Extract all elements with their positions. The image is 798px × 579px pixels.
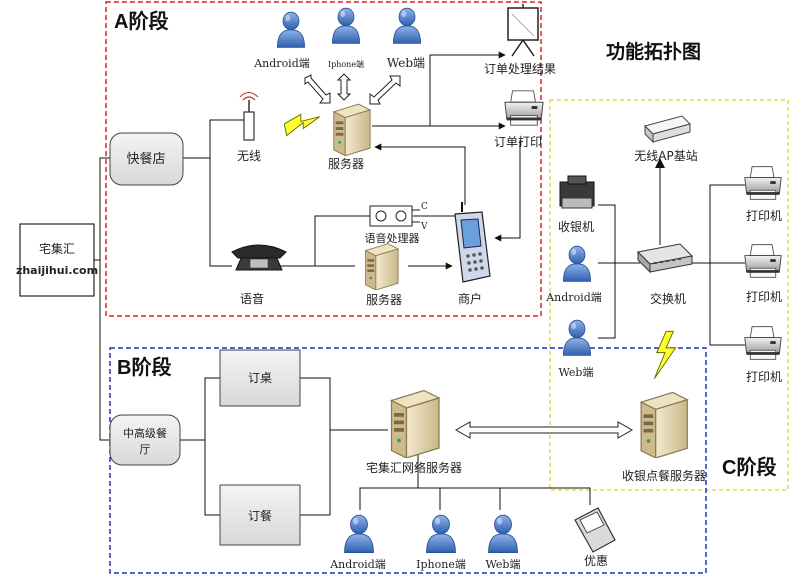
- lightning-icon: [283, 113, 321, 137]
- c-printer-2-icon: [744, 244, 782, 278]
- b-stage-boundary: [109, 347, 707, 574]
- iphone-client-label: Iphone端: [328, 59, 364, 69]
- merchant-phone-icon: [454, 202, 491, 283]
- order-print-label: 订单打印: [494, 135, 542, 149]
- telephone-icon: [231, 244, 287, 271]
- iphone-user-icon: [331, 7, 361, 44]
- c-android-user-icon: [562, 245, 592, 282]
- a-stage-boundary: [105, 1, 542, 317]
- a-server2-icon: [365, 243, 399, 290]
- network-server-icon: [390, 389, 440, 458]
- a-server2-label: 服务器: [366, 292, 402, 307]
- pos-server-icon: [640, 391, 688, 458]
- android-client-label: Android端: [253, 57, 310, 70]
- b-android-user-icon: [344, 514, 374, 554]
- merchant-label: 商户: [458, 291, 482, 306]
- book-meal-label: 订餐: [248, 508, 272, 523]
- a-server-label: 服务器: [328, 156, 364, 171]
- order-printer-icon: [504, 90, 544, 126]
- network-server-label: 宅集汇网络服务器: [366, 460, 462, 475]
- wireless-label: 无线: [237, 149, 261, 163]
- ap-label: 无线AP基站: [634, 149, 697, 163]
- fast-food-box: 快餐店: [109, 132, 184, 186]
- discount-label: 优惠: [584, 554, 608, 568]
- voice-processor-label: 语音处理器: [365, 231, 420, 245]
- cashier-label: 收银机: [558, 220, 594, 234]
- zhaijihui-box: 宅集汇 zhaijihui.com: [16, 223, 98, 297]
- android-user-icon: [276, 11, 306, 48]
- fast-food-label: 快餐店: [126, 151, 165, 167]
- web-user-icon: [392, 7, 422, 44]
- switch-icon: [636, 243, 694, 274]
- diagram-title: 功能拓扑图: [606, 40, 701, 63]
- voice-c-label: C: [421, 202, 428, 212]
- zhaijihui-site: zhaijihui.com: [16, 264, 98, 277]
- book-meal-box: 订餐: [219, 484, 301, 546]
- c-stage-boundary: [549, 99, 789, 491]
- zhaijihui-name: 宅集汇: [39, 241, 75, 256]
- switch-label: 交换机: [650, 291, 686, 306]
- order-result-label: 订单处理结果: [484, 62, 556, 76]
- c-printer-1-label: 打印机: [746, 209, 782, 223]
- book-table-box: 订桌: [219, 349, 301, 407]
- voice-v-label: V: [420, 222, 428, 232]
- order-result-board-icon: [507, 4, 539, 57]
- c-web-label: Web端: [559, 366, 594, 379]
- wireless-antenna-icon: [239, 92, 259, 141]
- b-iphone-user-icon: [426, 514, 456, 554]
- connector-lines: [94, 51, 745, 516]
- upscale-restaurant-label: 中高级餐厅: [123, 426, 167, 456]
- phone-label: 语音: [240, 291, 264, 306]
- b-web-user-icon: [488, 514, 518, 554]
- c-web-user-icon: [562, 319, 592, 356]
- client-sync-arrows: [304, 73, 401, 105]
- c-printer-2-label: 打印机: [746, 290, 782, 304]
- b-iphone-label: Iphone端: [416, 558, 466, 571]
- b-android-label: Android端: [329, 558, 386, 571]
- web-client-label: Web端: [387, 56, 425, 70]
- c-android-label: Android端: [545, 291, 602, 304]
- pos-server-label: 收银点餐服务器: [622, 468, 706, 483]
- phase-a-title: A阶段: [114, 9, 168, 33]
- discount-phone-icon: [574, 507, 616, 553]
- ap-base-station-icon: [644, 115, 691, 144]
- cashier-machine-icon: [559, 175, 595, 209]
- a-server-icon: [333, 103, 371, 156]
- c-lightning-icon: [653, 330, 677, 380]
- c-printer-3-icon: [744, 326, 782, 360]
- phase-b-title: B阶段: [117, 355, 171, 379]
- c-printer-3-label: 打印机: [746, 370, 782, 384]
- c-printer-1-icon: [744, 166, 782, 200]
- book-table-label: 订桌: [248, 371, 272, 385]
- upscale-restaurant-box: 中高级餐厅: [109, 414, 181, 466]
- voice-processor-icon: [369, 205, 420, 227]
- sync-double-arrow: [454, 421, 634, 439]
- b-web-label: Web端: [486, 558, 521, 571]
- ap-arrowhead: [655, 158, 665, 168]
- phase-c-title: C阶段: [722, 455, 776, 479]
